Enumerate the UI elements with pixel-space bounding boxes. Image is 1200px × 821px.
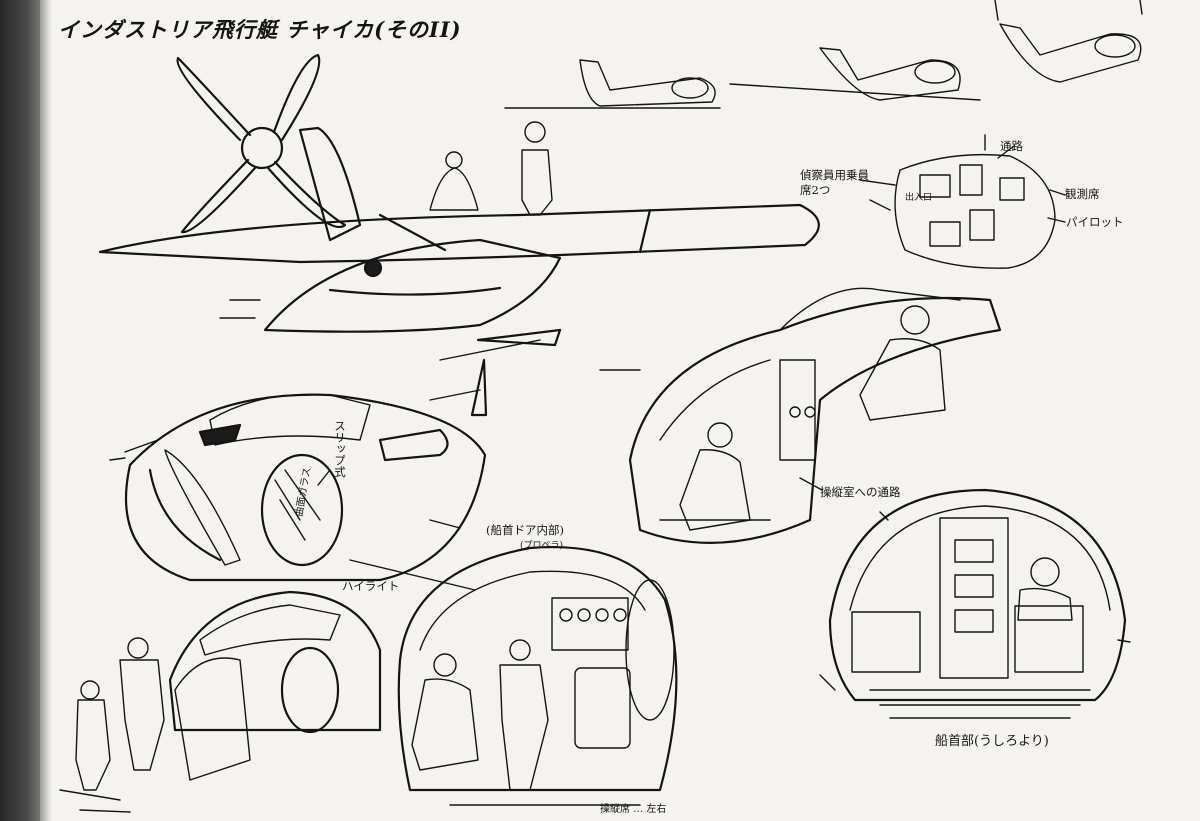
cabin-interior-round <box>397 546 678 806</box>
sketch-sheet <box>40 0 1200 821</box>
label-passage-to-pilot: 操縦室への通路 <box>820 485 901 499</box>
label-highlight: ハイライト <box>342 579 400 593</box>
rear-view-interior <box>819 488 1131 719</box>
annotation-arrows <box>124 145 1015 491</box>
label-pilot: パイロット <box>1066 215 1124 229</box>
sheet-title: インダストリア飛行艇 チャイカ(そのII) <box>58 17 462 42</box>
page-gutter <box>40 0 52 821</box>
flying-sketch-1 <box>504 59 721 109</box>
label-entrance: 出入口 <box>905 193 933 203</box>
cockpit-interior <box>599 287 1002 544</box>
open-hatch-scene <box>59 590 382 813</box>
label-corridor: 通路 <box>1000 139 1023 153</box>
caption-cabin-interior-sub: (プロペラ) <box>520 541 564 551</box>
label-crew-seat: 偵察員用乗員 席2つ <box>800 168 869 197</box>
flying-sketch-2 <box>729 47 981 101</box>
caption-bottom-note: 操縦席 … 左右 <box>600 804 667 815</box>
nose-front-view <box>109 393 487 591</box>
label-sliding-cover: スリップ式 <box>333 420 347 478</box>
flying-sketch-3 <box>994 0 1143 83</box>
caption-rear-view: 船首部(うしろより) <box>935 734 1049 749</box>
label-lookout: 観測席 <box>1065 187 1100 201</box>
caption-cabin-interior: (船首ドア内部) <box>486 523 564 537</box>
main-flying-boat <box>98 53 820 417</box>
cockpit-cutaway-diagram <box>859 134 1066 269</box>
